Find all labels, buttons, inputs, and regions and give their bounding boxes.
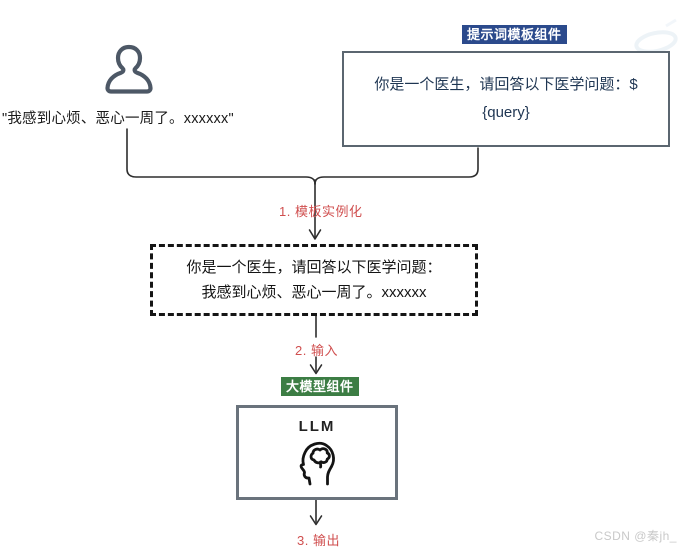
brain-head-icon bbox=[299, 441, 335, 486]
step-label-output: 3. 输出 bbox=[297, 533, 340, 548]
step-label-input: 2. 输入 bbox=[295, 343, 338, 358]
csdn-watermark: CSDN @秦jh_ bbox=[594, 529, 677, 543]
connector-template-to-merge bbox=[314, 147, 479, 185]
prompt-template-component-label: 提示词模板组件 bbox=[462, 25, 567, 44]
arrowhead-down-icon bbox=[309, 515, 323, 526]
instantiated-prompt-box: 你是一个医生，请回答以下医学问题： 我感到心烦、恶心一周了。xxxxxx bbox=[150, 244, 478, 316]
llm-title: LLM bbox=[298, 418, 336, 435]
llm-box: LLM bbox=[236, 405, 398, 500]
prompt-template-box: 你是一个医生，请回答以下医学问题：$ {query} bbox=[342, 51, 670, 147]
arrowhead-down-icon bbox=[308, 229, 322, 240]
connector-user-to-merge bbox=[126, 128, 316, 185]
llm-component-label: 大模型组件 bbox=[281, 377, 359, 396]
user-utterance: "我感到心烦、恶心一周了。xxxxxx" bbox=[2, 111, 234, 127]
arrowhead-down-icon bbox=[309, 364, 323, 375]
background-watermark-swirl bbox=[634, 18, 678, 54]
step-label-instantiate: 1. 模板实例化 bbox=[279, 204, 363, 219]
user-icon bbox=[105, 44, 153, 94]
